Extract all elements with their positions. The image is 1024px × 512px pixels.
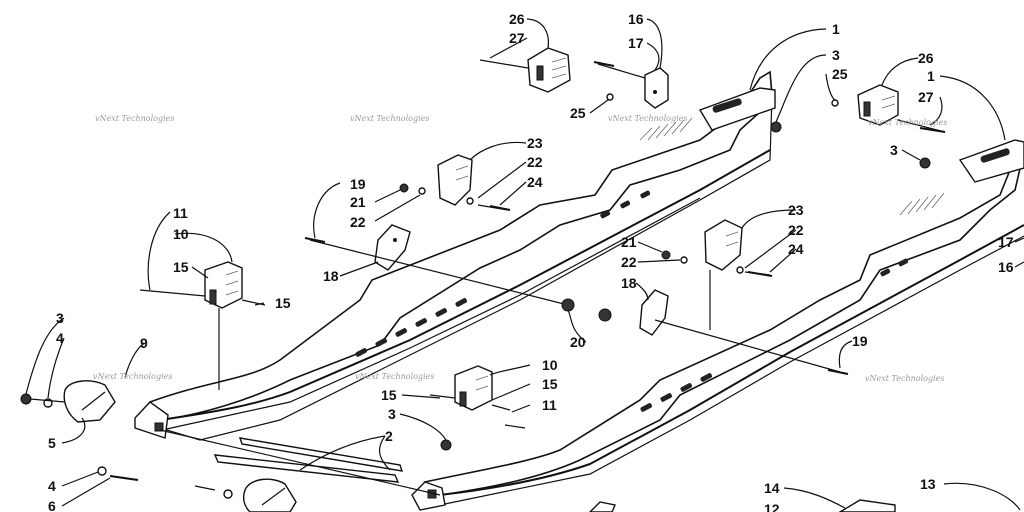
- callout-label: 22: [621, 254, 637, 270]
- bracket-17-top: [597, 63, 669, 109]
- callout-label: 21: [621, 234, 637, 250]
- callout-label: 22: [350, 214, 366, 230]
- rail-slots-right: [640, 258, 909, 412]
- watermark: vNext Technologies: [355, 372, 434, 381]
- watermark: vNext Technologies: [608, 114, 687, 123]
- callout-label: 24: [527, 174, 543, 190]
- callout-label: 27: [509, 30, 525, 46]
- callout-label: 3: [388, 406, 396, 422]
- bracket-23-left: [399, 154, 509, 211]
- callout-label: 10: [542, 357, 558, 373]
- callout-label: 22: [788, 222, 804, 238]
- callout-label: 19: [350, 176, 366, 192]
- nut-3-top: [770, 121, 782, 133]
- callout-label: 4: [48, 478, 56, 494]
- callout-label: 12: [764, 501, 780, 512]
- callout-label: 16: [998, 259, 1014, 275]
- stopper-block-26-right: [831, 84, 946, 169]
- rail-slots: [355, 190, 651, 357]
- callout-label: 13: [920, 476, 936, 492]
- callout-label: 3: [56, 310, 64, 326]
- stopper-block-10-mid: [429, 365, 526, 429]
- stopper-block-10-left: [139, 261, 266, 390]
- callout-label: 21: [350, 194, 366, 210]
- bracket-18-right: [598, 289, 841, 373]
- callout-label: 18: [323, 268, 339, 284]
- callout-label: 27: [918, 89, 934, 105]
- callout-label: 18: [621, 275, 637, 291]
- callout-label: 6: [48, 498, 56, 512]
- callout-label: 10: [173, 226, 189, 242]
- right-slide-rail: [411, 139, 1024, 511]
- callout-label: 23: [527, 135, 543, 151]
- cross-shafts: [159, 429, 441, 496]
- callout-label: 15: [381, 387, 397, 403]
- callout-label: 24: [788, 241, 804, 257]
- callout-label: 14: [764, 480, 780, 496]
- callout-label: 22: [527, 154, 543, 170]
- watermark: vNext Technologies: [868, 118, 947, 127]
- wear-strip-hatching-right: [899, 192, 945, 216]
- watermark: vNext Technologies: [95, 114, 174, 123]
- callout-label: 15: [542, 376, 558, 392]
- callout-label: 1: [832, 21, 840, 37]
- bracket-18-left: [309, 224, 575, 312]
- watermark: vNext Technologies: [350, 114, 429, 123]
- callout-label: 17: [628, 35, 644, 51]
- callout-labels: 26 27 16 17 25 1 3 25 26 1 27 3 23 22 24…: [48, 11, 1014, 512]
- callout-label: 9: [140, 335, 148, 351]
- callout-label: 1: [927, 68, 935, 84]
- callout-label: 3: [832, 47, 840, 63]
- callout-label: 11: [542, 397, 557, 413]
- callout-label: 23: [788, 202, 804, 218]
- callout-label: 2: [385, 428, 393, 444]
- callout-label: 25: [570, 105, 586, 121]
- stopper-block-26-left: [479, 47, 571, 93]
- bottom-partial-parts: [589, 499, 896, 512]
- callout-label: 26: [918, 50, 934, 66]
- callout-label: 15: [173, 259, 189, 275]
- left-slide-rail: [134, 70, 776, 441]
- callout-label: 5: [48, 435, 56, 451]
- bracket-23-right: [661, 219, 771, 330]
- callout-label: 26: [509, 11, 525, 27]
- callout-label: 20: [570, 334, 586, 350]
- callout-label: 25: [832, 66, 848, 82]
- watermark: vNext Technologies: [865, 374, 944, 383]
- end-cap-lower: [194, 478, 297, 512]
- leader-lines: [25, 18, 1024, 511]
- bolts: [97, 61, 946, 481]
- watermark: vNext Technologies: [93, 372, 172, 381]
- callout-label: 3: [890, 142, 898, 158]
- wear-strip-hatching: [639, 117, 693, 141]
- callout-label: 17: [998, 234, 1014, 250]
- callout-label: 11: [173, 205, 188, 221]
- callout-label: 16: [628, 11, 644, 27]
- callout-label: 4: [56, 330, 64, 346]
- end-cap-5-left: [20, 380, 116, 423]
- callout-label: 15: [275, 295, 291, 311]
- callout-label: 19: [852, 333, 868, 349]
- watermarks: vNext Technologies vNext Technologies vN…: [93, 114, 947, 383]
